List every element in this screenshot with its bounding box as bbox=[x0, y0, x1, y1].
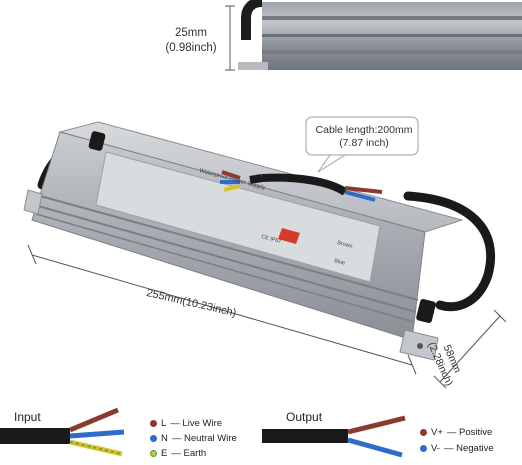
legend-letter: V- bbox=[431, 443, 440, 454]
output-cable bbox=[403, 191, 496, 312]
height-in: (0.98inch) bbox=[165, 42, 217, 54]
legend-neutral: N — Neutral Wire bbox=[150, 433, 237, 444]
side-view bbox=[225, 0, 522, 71]
blue-dot-icon bbox=[150, 435, 157, 442]
height-mm: 25mm bbox=[175, 27, 207, 39]
legend-earth: E — Earth bbox=[150, 448, 237, 459]
input-title: Input bbox=[14, 410, 41, 424]
input-wire-illustration bbox=[0, 407, 125, 457]
legend-negative: V- — Negative bbox=[420, 443, 494, 454]
legend-letter: N bbox=[161, 433, 168, 444]
output-title: Output bbox=[286, 410, 323, 424]
legend-label: — Neutral Wire bbox=[171, 433, 237, 444]
width-dimension bbox=[433, 309, 507, 389]
output-wires bbox=[220, 170, 383, 202]
output-wire-illustration bbox=[262, 415, 406, 458]
legend-positive: V+ — Positive bbox=[420, 427, 494, 438]
legend-letter: V+ bbox=[431, 427, 443, 438]
blue-dot-icon bbox=[420, 445, 427, 452]
cable-length-label: Cable length:200mm (7.87 inch) bbox=[309, 124, 419, 150]
brown-dot-icon bbox=[420, 429, 427, 436]
legend-label: — Live Wire bbox=[170, 418, 223, 429]
brown-dot-icon bbox=[150, 420, 157, 427]
legend-label: — Positive bbox=[446, 427, 493, 438]
cable-length-mm: Cable length:200mm bbox=[315, 124, 413, 136]
height-dimension-label: 25mm (0.98inch) bbox=[160, 26, 222, 56]
input-legend: L — Live Wire N — Neutral Wire E — Earth bbox=[150, 418, 237, 459]
yellow-green-dot-icon bbox=[150, 450, 157, 457]
legend-letter: L bbox=[161, 418, 167, 429]
legend-label: — Earth bbox=[171, 448, 207, 459]
legend-letter: E bbox=[161, 448, 168, 459]
legend-label: — Negative bbox=[443, 443, 494, 454]
cable-length-in: (7.87 inch) bbox=[339, 137, 389, 149]
power-supply-body bbox=[23, 121, 464, 361]
length-dimension bbox=[27, 244, 417, 375]
output-legend: V+ — Positive V- — Negative bbox=[420, 427, 494, 454]
legend-live: L — Live Wire bbox=[150, 418, 237, 429]
